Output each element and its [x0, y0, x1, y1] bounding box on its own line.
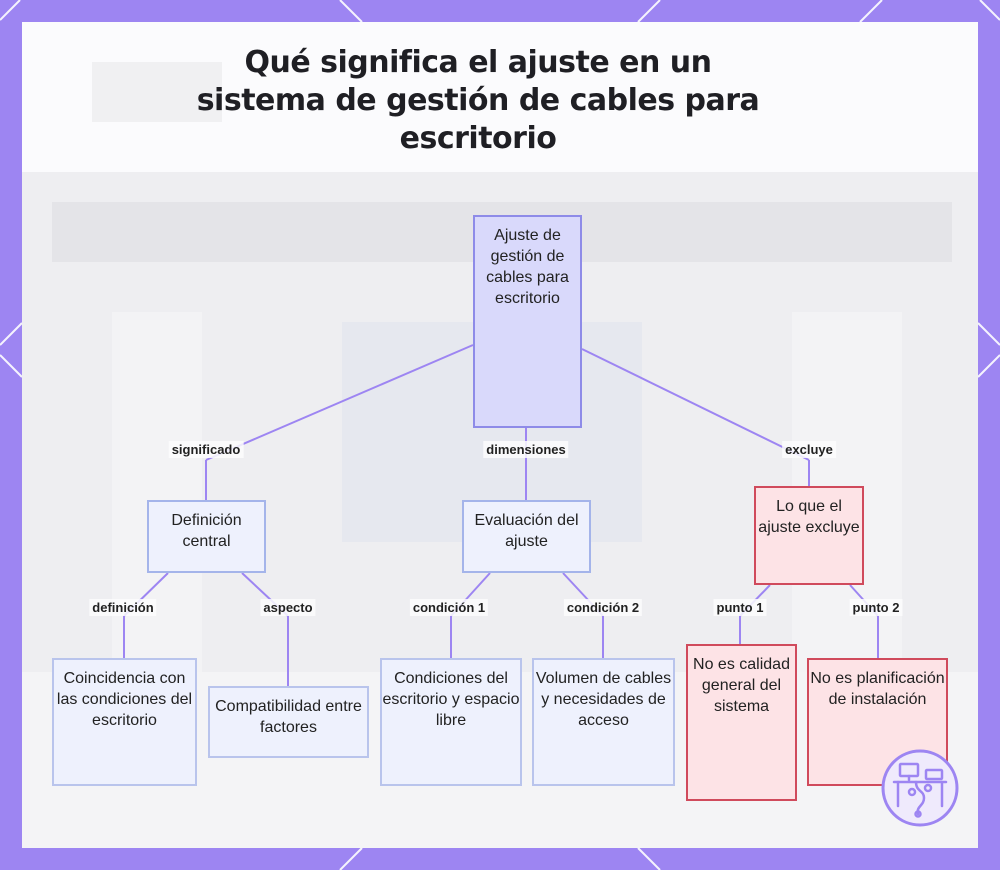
- edge-label-punto-2: punto 2: [849, 599, 903, 616]
- edge-label-condicion-2: condición 2: [563, 599, 643, 616]
- edge-label-aspecto: aspecto: [260, 599, 316, 616]
- edge-label-condicion-1: condición 1: [409, 599, 489, 616]
- node-lo-que-excluye: Lo que el ajuste excluye: [754, 486, 864, 585]
- node-definicion-central: Definición central: [147, 500, 266, 573]
- edge-root-definicion: [205, 344, 474, 461]
- node-coincidencia: Coincidencia con las condiciones del esc…: [52, 658, 197, 786]
- page-title: Qué significa el ajuste en un sistema de…: [196, 45, 760, 156]
- edge-label-significado: significado: [168, 441, 244, 458]
- edge-root-excluye: [581, 348, 810, 461]
- node-volumen: Volumen de cables y necesidades de acces…: [532, 658, 675, 786]
- node-root: Ajuste de gestión de cables para escrito…: [473, 215, 582, 428]
- desk-cable-logo-icon: [881, 749, 959, 827]
- edge-label-excluye: excluye: [782, 441, 836, 458]
- edge-label-dimensiones: dimensiones: [483, 441, 569, 458]
- node-evaluacion-ajuste: Evaluación del ajuste: [462, 500, 591, 573]
- node-condiciones: Condiciones del escritorio y espacio lib…: [380, 658, 522, 786]
- edge-label-definicion: definición: [89, 599, 157, 616]
- node-compatibilidad: Compatibilidad entre factores: [208, 686, 369, 758]
- edge-label-punto-1: punto 1: [713, 599, 767, 616]
- node-calidad: No es calidad general del sistema: [686, 644, 797, 801]
